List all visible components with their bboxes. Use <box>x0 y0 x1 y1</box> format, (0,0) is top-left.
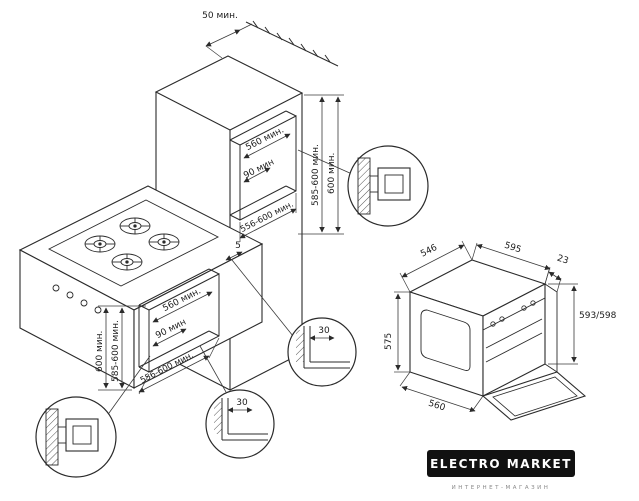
oven-dimensions: 546 595 23 593/598 575 560 <box>384 241 617 414</box>
oven-width-label: 595 <box>503 241 522 256</box>
gas-hob <box>48 199 219 287</box>
logo-background <box>427 450 575 477</box>
hob-knobs <box>52 284 102 314</box>
logo-tagline-text: ИНТЕРНЕТ-МАГАЗИН <box>452 485 551 491</box>
dim-offset-bottom-label: 30 <box>236 398 248 408</box>
dim-top-clearance-label: 50 мин. <box>202 11 238 21</box>
oven-side-height-label: 575 <box>384 333 394 350</box>
dim-lower-height-label: 600 мин. <box>95 331 105 372</box>
dim-upper-height-label: 600 мин. <box>327 153 337 194</box>
detail-circle-wall-bottom <box>35 396 117 478</box>
oven-open-door <box>481 371 587 421</box>
dim-hob-gap-label: 5 <box>235 241 241 251</box>
dim-top-clearance: 50 мин. <box>202 11 253 59</box>
detail-circle-offset-right: 30 <box>287 317 357 387</box>
dim-lower-heights: 585-600 мин. 600 мин. <box>95 305 146 391</box>
detail-leader-lines <box>103 149 353 421</box>
detail-circle-wall-top <box>347 145 429 227</box>
counter-base-cabinet <box>18 185 264 389</box>
oven-door-thickness-label: 23 <box>556 254 570 267</box>
dim-upper-heights: 585-600 мин. 600 мин. <box>298 94 344 235</box>
dim-hob-gap: 5 <box>225 241 243 261</box>
wall-edge-top <box>245 20 339 67</box>
oven-top-depth-label: 546 <box>419 243 439 260</box>
dim-lower-height-range-label: 585-600 мин. <box>111 320 121 382</box>
oven-side-panel <box>420 309 471 371</box>
oven-height-label: 593/598 <box>579 311 617 321</box>
dim-offset-right-label: 30 <box>318 326 330 336</box>
detail-circle-offset-bottom: 30 <box>205 389 275 459</box>
oven-drawing <box>408 259 587 421</box>
dim-upper-height-range-label: 585-600 мин. <box>311 144 321 206</box>
logo-name-text: ELECTRO MARKET <box>430 457 572 471</box>
logo: ELECTRO MARKET ИНТЕРНЕТ-МАГАЗИН <box>427 450 575 491</box>
